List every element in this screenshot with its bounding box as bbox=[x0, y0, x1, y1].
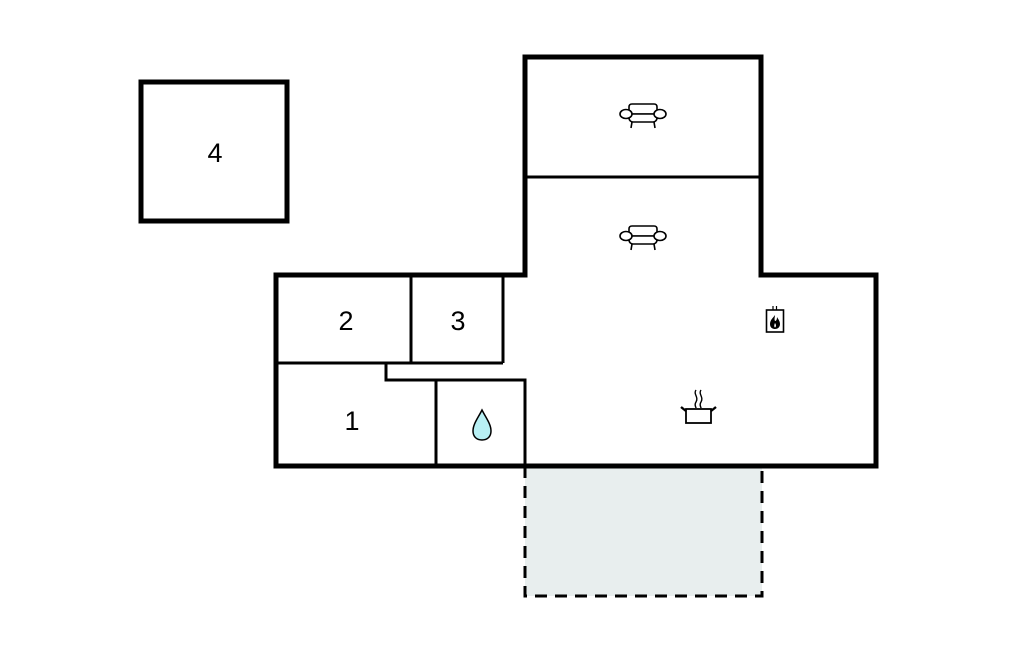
room-4[interactable]: 4 bbox=[138, 79, 290, 224]
room-2[interactable]: 2 bbox=[278, 277, 409, 361]
water-drop-icon bbox=[472, 408, 492, 441]
interior-walls bbox=[276, 175, 761, 466]
sofa-icon bbox=[619, 103, 667, 129]
room-3[interactable]: 3 bbox=[413, 277, 501, 361]
main-house bbox=[273, 54, 879, 469]
room-1[interactable]: 1 bbox=[278, 365, 434, 464]
living-kitchen-area[interactable] bbox=[528, 179, 758, 275]
terrace[interactable] bbox=[523, 466, 764, 598]
room-2-label: 2 bbox=[338, 306, 353, 336]
sofa-icon bbox=[619, 225, 667, 251]
room-3-label: 3 bbox=[450, 306, 465, 336]
bathroom[interactable] bbox=[438, 382, 523, 464]
cooking-pot-icon bbox=[680, 389, 717, 424]
room-4-label: 4 bbox=[207, 138, 222, 168]
room-1-label: 1 bbox=[344, 406, 359, 436]
upper-living-room[interactable] bbox=[528, 60, 758, 175]
fireplace-stove-icon bbox=[765, 306, 785, 333]
